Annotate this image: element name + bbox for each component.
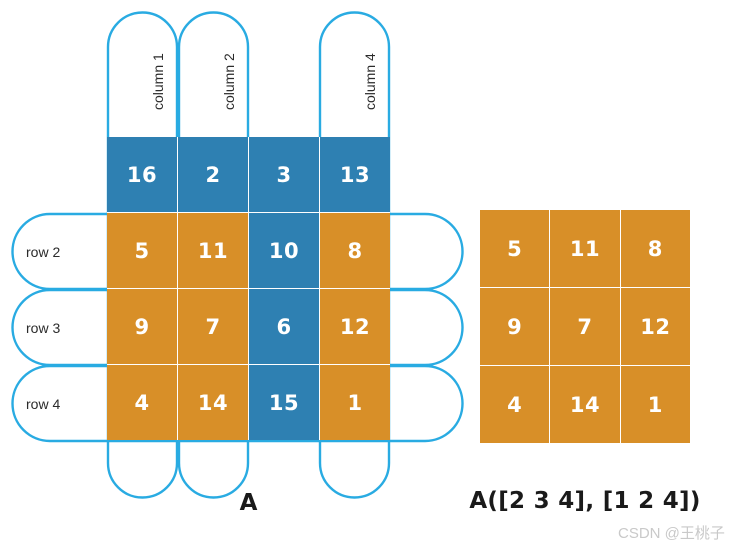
matrix-a-cell[interactable]: 8 [320, 213, 390, 288]
row-label-2: row 2 [26, 244, 61, 260]
matrix-a-caption: A [239, 490, 258, 516]
matrix-a-cell[interactable]: 10 [249, 213, 319, 288]
matrix-a-cell[interactable]: 16 [107, 137, 177, 212]
matrix-a-cell[interactable]: 7 [178, 289, 248, 364]
matrix-b-cell[interactable]: 5 [480, 210, 550, 287]
matrix-b-cell[interactable]: 8 [620, 210, 690, 287]
matrix-a-cell[interactable]: 4 [107, 365, 177, 440]
matrix-a-cell[interactable]: 14 [178, 365, 248, 440]
matrix-a-cell[interactable]: 12 [320, 289, 390, 364]
matrix-b-cell[interactable]: 7 [550, 288, 620, 365]
matrix-b-cell[interactable]: 11 [550, 210, 620, 287]
matrix-b-cell[interactable]: 14 [550, 366, 620, 443]
column-label-2: column 2 [221, 53, 237, 110]
matrix-a-cell[interactable]: 3 [249, 137, 319, 212]
matrix-a-grid: 16 2 3 13 5 11 10 8 9 7 6 12 4 14 15 1 [107, 137, 390, 440]
watermark-text: CSDN @王桃子 [618, 525, 725, 542]
matrix-b-cell[interactable]: 1 [620, 366, 690, 443]
matrix-a-cell[interactable]: 15 [249, 365, 319, 440]
matrix-a-cell[interactable]: 11 [178, 213, 248, 288]
matrix-b-grid: 5 11 8 9 7 12 4 14 1 [480, 210, 690, 443]
column-label-1: column 1 [150, 53, 166, 110]
matrix-a-cell[interactable]: 5 [107, 213, 177, 288]
matrix-b-cell[interactable]: 12 [620, 288, 690, 365]
matrix-a-cell[interactable]: 9 [107, 289, 177, 364]
matrix-a-cell[interactable]: 6 [249, 289, 319, 364]
matrix-a-cell[interactable]: 1 [320, 365, 390, 440]
matrix-a-cell[interactable]: 2 [178, 137, 248, 212]
matrix-b-caption: A([2 3 4], [1 2 4]) [469, 488, 701, 514]
row-label-4: row 4 [26, 396, 61, 412]
row-label-3: row 3 [26, 320, 61, 336]
column-label-4: column 4 [362, 53, 378, 110]
matrix-b-cell[interactable]: 9 [480, 288, 550, 365]
matrix-b-cell[interactable]: 4 [480, 366, 550, 443]
matrix-a-cell[interactable]: 13 [320, 137, 390, 212]
